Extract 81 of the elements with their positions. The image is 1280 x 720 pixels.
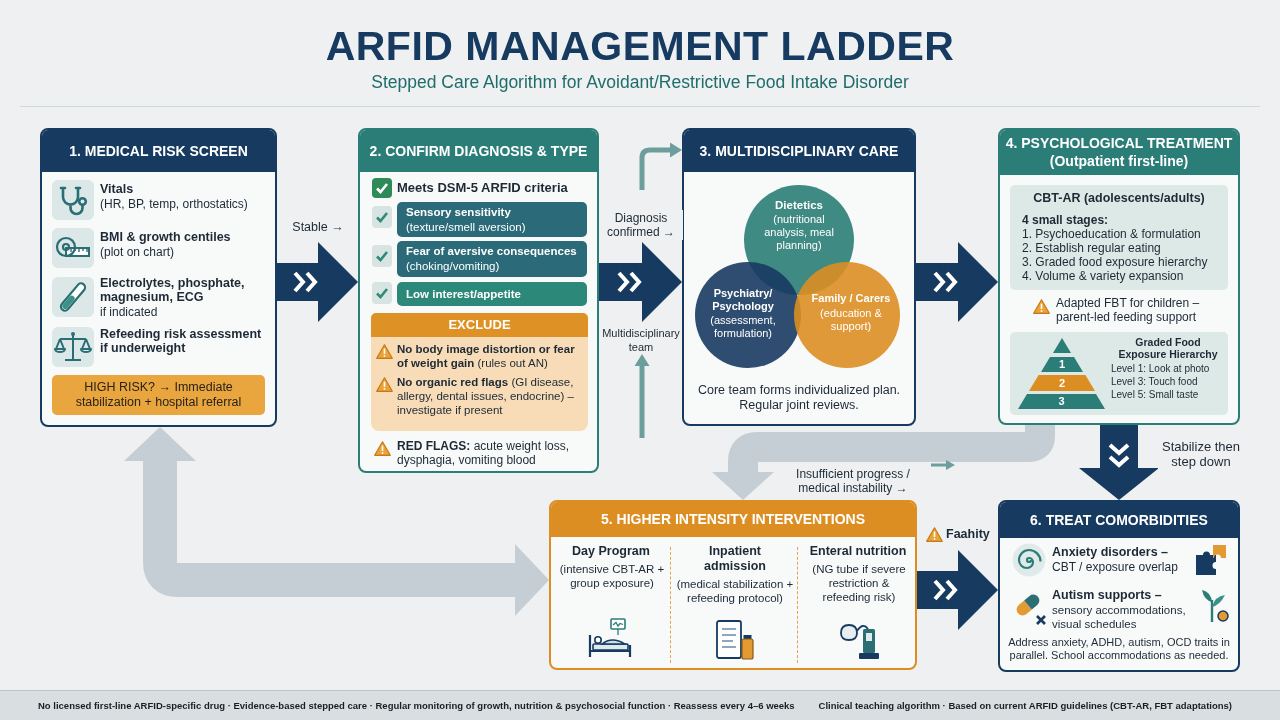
item-title: Refeeding risk assessment if underweight [100,327,263,355]
step-card [998,500,1240,672]
subtype-panel [397,282,587,306]
footer-note: Clinical teaching algorithm · Based on current ARFID guidelines (CBT-AR, FBT adaptations) [818,700,1232,712]
note-text: Adapted FBT for children – parent-led feeding support [1056,296,1201,324]
item-text: sensory accommodations, visual schedules [1052,603,1187,631]
column-text: (medical stabilization + refeeding protocol) [675,577,795,605]
alert-text: HIGH RISK? → Immediate stabilization + hospital referral [74,380,243,410]
tier-number: 3 [1058,394,1065,409]
pyramid-tier [1041,357,1083,372]
subtitle: Stepped Care Algorithm for Avoidant/Restrictive Food Intake Disorder [371,72,909,93]
item-title: Autism supports – [1052,588,1162,602]
alert-banner [52,375,265,415]
tier-number: 1 [1058,357,1066,372]
hierarchy-panel [1010,332,1228,415]
panel-header: 2. CONFIRM DIAGNOSIS & TYPE [360,130,597,172]
page-title: ARFID MANAGEMENT LADDER [325,22,955,70]
panel-heading: CBT-AR (adolescents/adults) [1033,191,1205,206]
circle-text: (nutritional analysis, meal planning) [763,213,835,252]
text-label: Multidisciplinary team [601,326,681,354]
subtype-panel [397,241,587,277]
step-card [549,500,917,670]
warning-text: RED FLAGS: acute weight loss, dysphagia, vomiting blood [397,439,571,467]
item-text: if indicated [100,305,158,319]
column-title: Enteral nutrition [809,544,907,559]
column-title: Inpatient admission [703,544,767,574]
subtype-title: Sensory sensitivity [406,205,511,219]
step-card [358,128,599,473]
column-text: (NG tube if severe restriction & refeeding risk) [811,562,907,604]
circle-title: Dietetics [775,199,823,212]
subtype-text: (texture/smell aversion) [406,220,526,234]
list-item: 2. Establish regular eating [1022,241,1161,255]
summary-text: Core team forms individualized plan. Regular joint reviews. [696,383,902,413]
item-title: Vitals [100,182,134,196]
list-item: 4. Volume & variety expansion [1022,269,1184,283]
footnote-text: Address anxiety, ADHD, autism, OCD traits in parallel. School accommodations as needed. [1007,636,1231,662]
step-card [682,128,916,426]
subtype-title: Fear of aversive consequences [406,244,577,258]
edge-label: Faahity [944,526,992,543]
item-title: Meets DSM-5 ARFID criteria [397,180,568,196]
footer-note: No licensed first-line ARFID-specific drug · Evidence-based stepped care · Regular monitoring of growth, nutrition & psychosocial function · Reassess every 4–6 weeks [38,700,795,712]
level-text: Level 5: Small taste [1111,389,1199,401]
column-text: (intensive CBT-AR + group exposure) [558,562,666,590]
circle-title: Psychiatry/ Psychology [711,287,775,313]
pyramid-tier [1018,394,1105,409]
pyramid-tier [1053,338,1071,353]
subtype-title: Low interest/appetite [406,287,522,301]
item-text: (plot on chart) [100,245,175,259]
exclusion-item: No body image distortion or fear of weight gain (rules out AN) [397,342,576,370]
item-text: (HR, BP, temp, orthostatics) [100,197,248,211]
subtype-panel [397,202,587,237]
level-text: Level 3: Touch food [1111,376,1198,388]
venn-circle [794,262,900,368]
circle-text: (assessment, formulation) [709,314,777,340]
level-text: Level 1: Look at photo [1111,363,1210,375]
panel-heading: Graded Food Exposure Hierarchy [1117,336,1219,360]
therapy-panel [1010,185,1228,290]
panel-header: 1. MEDICAL RISK SCREEN [42,130,275,172]
circle-text: (education & support) [819,307,883,333]
panel-subtitle: (Outpatient first-line) [1049,152,1189,170]
tier-number: 2 [1058,376,1066,391]
list-heading: 4 small stages: [1022,213,1109,227]
panel-header: 6. TREAT COMORBIDITIES [1000,502,1238,538]
step-card [998,128,1240,425]
item-title: BMI & growth centiles [100,230,231,244]
step-card [40,128,277,427]
panel-title: 4. PSYCHOLOGICAL TREATMENT [1005,134,1233,152]
panel-header: EXCLUDE [371,313,588,337]
list-item: 1. Psychoeducation & formulation [1022,227,1201,241]
circle-title: Family / Carers [811,292,891,305]
panel-header: 5. HIGHER INTENSITY INTERVENTIONS [551,502,915,537]
item-title: Anxiety disorders – [1052,545,1168,559]
subtype-text: (choking/vomiting) [406,259,500,273]
item-text: CBT / exposure overlap [1052,560,1178,574]
exclusion-panel [371,313,588,431]
pyramid-tier [1029,375,1095,391]
column-title: Day Program [572,544,650,559]
item-title: Electrolytes, phosphate, magnesium, ECG [100,276,246,304]
panel-header: 3. MULTIDISCIPLINARY CARE [684,130,914,172]
list-item: 3. Graded food exposure hierarchy [1022,255,1208,269]
exclusion-item: No organic red flags (GI disease, allergy, dental issues, endocrine) – investigate if present [397,375,575,417]
